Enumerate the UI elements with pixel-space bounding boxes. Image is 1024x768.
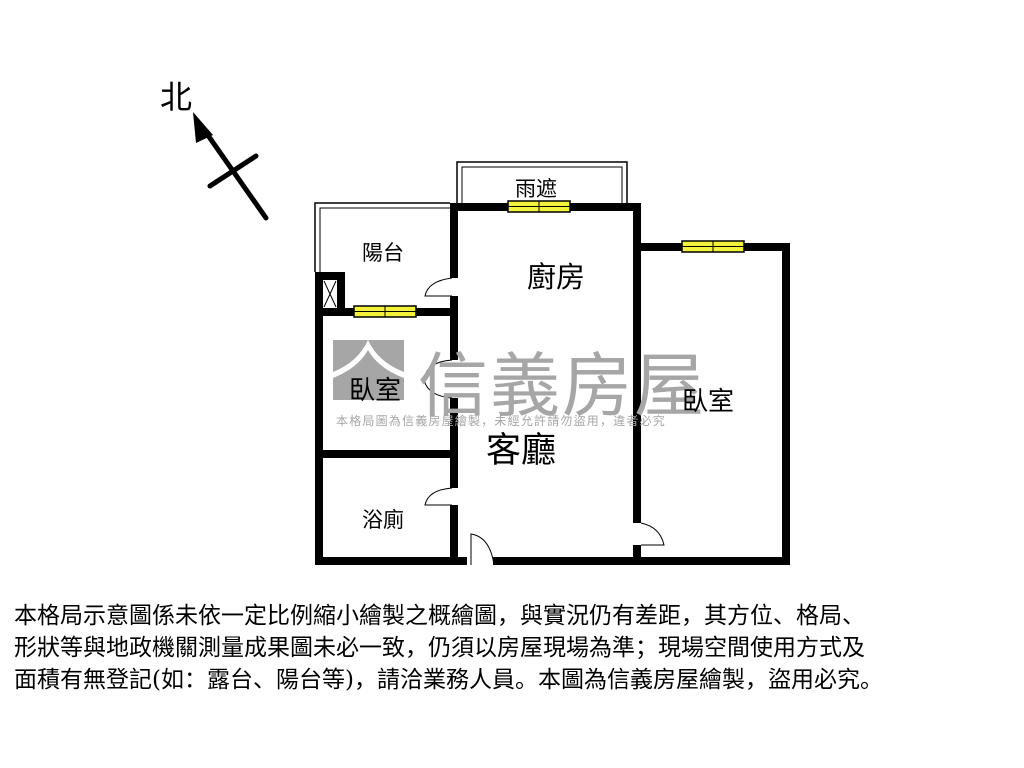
balcony-outline <box>314 202 450 272</box>
north-arrow-icon <box>193 112 269 221</box>
watermark-logo-icon <box>333 340 404 400</box>
disclaimer-line-3: 面積有無登記(如：露台、陽台等)，請洽業務人員。本圖為信義房屋繪製，盜用必究。 <box>14 667 883 693</box>
floor-plan <box>193 112 790 566</box>
window-right-bedroom <box>681 240 745 253</box>
watermark-brand: 信義房屋 <box>418 345 706 427</box>
room-label-bathroom: 浴廁 <box>362 508 404 532</box>
window-canopy <box>507 200 571 213</box>
disclaimer-line-2: 形狀等與地政機關測量成果圖未必一致，仍須以房屋現場為準；現場空間使用方式及 <box>14 635 865 661</box>
room-label-bedroom-left: 臥室 <box>349 376 402 406</box>
room-label-bedroom-right: 臥室 <box>682 387 735 417</box>
room-label-living-room: 客廳 <box>486 431 557 471</box>
room-label-balcony: 陽台 <box>362 241 404 265</box>
windows <box>353 200 745 318</box>
shaft-icon <box>323 280 337 308</box>
canopy-outline <box>456 161 628 205</box>
north-label: 北 <box>160 78 193 116</box>
disclaimer: 本格局示意圖係未依一定比例縮小繪製之概繪圖，與實況仍有差距，其方位、格局、 形狀… <box>14 600 1014 696</box>
watermark-notice: 本格局圖為信義房屋繪製，未經允許請勿盜用，違者必究 <box>336 414 667 428</box>
window-left-bedroom <box>353 305 417 318</box>
doors <box>423 277 665 566</box>
room-label-canopy: 雨遮 <box>515 177 557 201</box>
room-label-kitchen: 廚房 <box>527 260 586 294</box>
disclaimer-line-1: 本格局示意圖係未依一定比例縮小繪製之概繪圖，與實況仍有差距，其方位、格局、 <box>14 603 865 629</box>
